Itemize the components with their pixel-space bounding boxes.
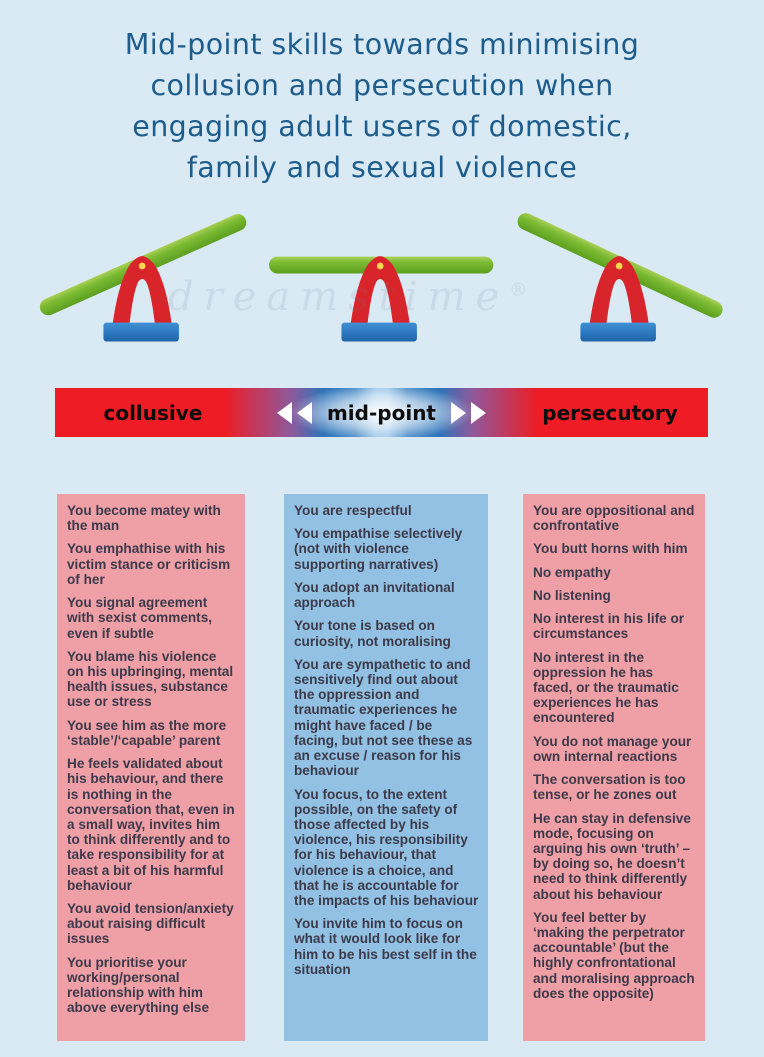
column-item: You are respectful	[294, 503, 412, 518]
column-item: You prioritise your working/personal rel…	[67, 954, 210, 1016]
column-item: The conversation is too tense, or he zon…	[533, 772, 686, 803]
column-item: You signal agreement with sexist comment…	[67, 595, 213, 641]
scale-left-section: collusive	[55, 401, 251, 425]
arrow-left-icon	[296, 401, 312, 424]
column-item: You are sympathetic to and sensitively f…	[294, 656, 473, 779]
column-item: You do not manage your own internal reac…	[533, 733, 692, 764]
seesaw-persecutory-icon	[517, 213, 723, 342]
column-item: He feels validated about his behaviour, …	[67, 756, 235, 893]
collusive-label: collusive	[103, 400, 203, 425]
seesaw-balanced-icon	[269, 256, 494, 342]
column-item: No listening	[533, 587, 611, 603]
seesaw-illustration-row: dreamstime®	[0, 202, 764, 342]
column-item: You are oppositional and confrontative	[533, 503, 695, 534]
column-item: You butt horns with him	[533, 541, 688, 557]
column-item: You become matey with the man	[67, 503, 221, 534]
infographic-poster: Mid-point skills towards minimising coll…	[0, 24, 764, 1057]
column-item: You adopt an invitational approach	[294, 579, 455, 611]
column-item: No empathy	[533, 564, 611, 580]
column-item: Your tone is based on curiosity, not mor…	[294, 618, 451, 649]
title-line-1: Mid-point skills towards minimising	[124, 28, 640, 61]
title-line-3: engaging adult users of domestic,	[132, 110, 632, 143]
seesaw-collusive-icon	[39, 213, 247, 342]
column-item: He can stay in defensive mode, focusing …	[533, 810, 691, 902]
scale-right-section: persecutory	[512, 401, 708, 425]
collusive-persecutory-scale-bar: collusive mid-point persecutory	[55, 388, 708, 437]
column-item: You emphathise with his victim stance or…	[67, 541, 231, 587]
column-item: You empathise selectively (not with viol…	[294, 526, 463, 572]
scale-center-section: mid-point	[251, 401, 512, 425]
column-item: No interest in the oppression he has fac…	[533, 649, 679, 726]
arrow-right-icon	[451, 401, 466, 424]
column-item: You focus, to the extent possible, on th…	[294, 786, 479, 909]
column-item: You blame his violence on his upbringing…	[67, 648, 234, 710]
column-item: You avoid tension/anxiety about raising …	[67, 901, 234, 947]
column-item: You feel better by ‘making the perpetrat…	[533, 909, 695, 1001]
title-line-4: family and sexual violence	[186, 151, 578, 184]
arrow-right-icon	[471, 401, 486, 424]
mid-point-label: mid-point	[326, 400, 436, 425]
title-line-2: collusion and persecution when	[150, 69, 614, 102]
persecutory-label: persecutory	[542, 400, 678, 425]
arrow-left-icon	[276, 401, 292, 424]
page-title: Mid-point skills towards minimising coll…	[0, 24, 764, 188]
column-item: No interest in his life or circumstances	[533, 611, 685, 642]
column-item: You see him as the more ‘stable’/‘capabl…	[67, 717, 227, 748]
column-item: You invite him to focus on what it would…	[294, 916, 477, 977]
